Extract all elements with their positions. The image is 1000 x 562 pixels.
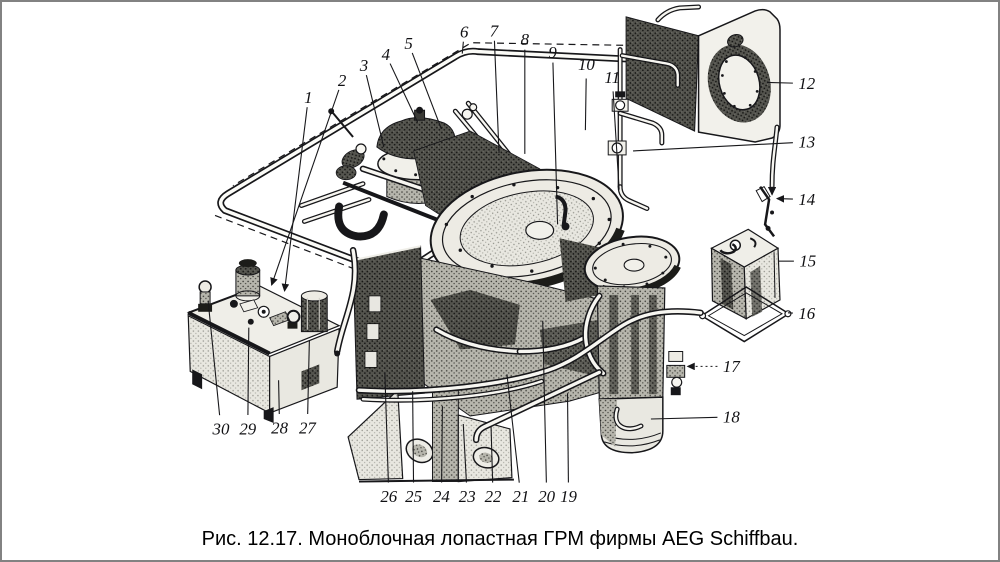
- leader-line-23: [462, 423, 467, 483]
- callout-label-18: 18: [723, 408, 740, 427]
- leader-line-9: [552, 62, 559, 225]
- callout-label-21: 21: [512, 487, 529, 506]
- leader-line-4: [389, 63, 419, 123]
- expansion-tank: [625, 4, 781, 196]
- connecting-piping: [333, 246, 704, 444]
- leader-lines: [207, 40, 794, 483]
- leader-line-10: [584, 78, 587, 131]
- leader-line-13: [633, 142, 793, 152]
- leader-line-18: [650, 416, 718, 420]
- top-fittings: [229, 299, 301, 329]
- leader-line-20: [542, 320, 547, 483]
- leader-line-26: [384, 372, 389, 483]
- callout-label-13: 13: [798, 132, 815, 151]
- pump-tank-unit: [186, 259, 341, 423]
- callout-label-11: 11: [604, 68, 620, 87]
- manhole-bolts: [721, 56, 759, 108]
- callout-label-2: 2: [338, 71, 347, 90]
- leader-line-25: [412, 391, 415, 483]
- callout-label-17: 17: [723, 357, 740, 376]
- callout-label-22: 22: [485, 487, 502, 506]
- callout-label-20: 20: [538, 487, 555, 506]
- callout-label-10: 10: [578, 55, 595, 74]
- callout-label-6: 6: [460, 22, 469, 41]
- callout-label-14: 14: [798, 190, 815, 209]
- callout-label-3: 3: [359, 56, 368, 75]
- callout-label-23: 23: [459, 487, 476, 506]
- callout-label-28: 28: [271, 418, 288, 437]
- control-cabinet: [352, 245, 426, 400]
- callout-label-9: 9: [548, 43, 557, 62]
- callout-label-8: 8: [521, 30, 530, 49]
- leader-line-27: [307, 340, 310, 415]
- leader-line-28: [278, 380, 280, 415]
- callout-label-5: 5: [404, 34, 412, 53]
- callout-label-15: 15: [799, 252, 816, 271]
- leader-line-29: [247, 327, 250, 416]
- bypass-valve: [666, 350, 686, 396]
- leader-line-21: [506, 374, 520, 483]
- feed-pipes-valves: [607, 47, 681, 212]
- valve-stack: [198, 280, 213, 312]
- callout-label-19: 19: [560, 487, 577, 506]
- callout-label-25: 25: [405, 487, 422, 506]
- callout-label-4: 4: [382, 45, 391, 64]
- leader-line-1: [281, 107, 308, 293]
- right-actuator-unit: [559, 233, 686, 454]
- leader-line-30: [207, 300, 221, 416]
- callout-label-12: 12: [798, 74, 815, 93]
- leader-line-5: [411, 52, 442, 130]
- leader-line-6: [461, 41, 464, 54]
- motor-cylinder-right: [300, 290, 328, 333]
- leader-line-7: [493, 40, 500, 153]
- pedestal-base: [347, 387, 514, 483]
- callout-label-1: 1: [304, 88, 312, 107]
- motor-cylinder-left: [235, 259, 261, 302]
- leader-line-22: [490, 426, 494, 483]
- leader-line-2: [270, 89, 340, 287]
- figure-caption: Рис. 12.17. Моноблочная лопастная ГРМ фи…: [201, 528, 799, 550]
- leader-line-24: [441, 406, 443, 483]
- gravity-tank-unit: [698, 185, 792, 343]
- callout-label-7: 7: [490, 21, 499, 40]
- leader-line-12: [767, 81, 793, 84]
- callout-label-29: 29: [239, 419, 256, 438]
- callout-label-30: 30: [212, 419, 230, 438]
- leader-line-11: [612, 91, 620, 190]
- leader-line-3: [365, 75, 385, 148]
- leader-line-19: [566, 393, 569, 483]
- callout-label-16: 16: [798, 304, 815, 323]
- callout-label-26: 26: [380, 487, 397, 506]
- callout-label-24: 24: [433, 487, 450, 506]
- callout-label-27: 27: [299, 418, 316, 437]
